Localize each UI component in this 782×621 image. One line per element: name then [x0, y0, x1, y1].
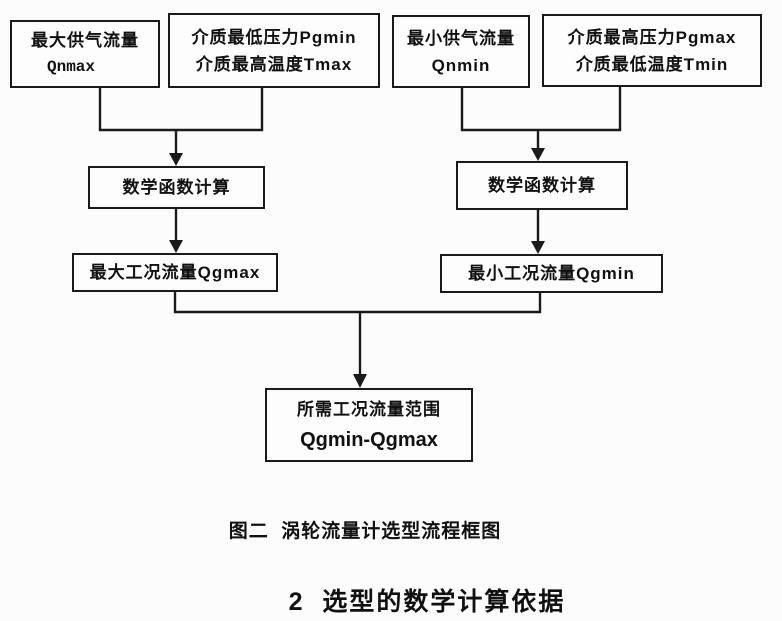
- arrowhead-left-qgmax: [169, 240, 183, 253]
- connector-merge: [173, 292, 542, 314]
- arrowhead-right-calc: [531, 148, 545, 161]
- box-min-supply-flow-label: 最小供气流量: [407, 28, 515, 48]
- box-min-pressure-max-temp: 介质最低压力Pgmin 介质最高温度Tmax: [168, 13, 380, 88]
- box-math-calc-right: 数学函数计算: [456, 161, 628, 210]
- box-required-flow-range: 所需工况流量范围 Qgmin-Qgmax: [265, 388, 473, 462]
- box-math-calc-right-label: 数学函数计算: [488, 176, 596, 195]
- figure-caption: 图二 涡轮流量计选型流程框图: [228, 521, 502, 542]
- box-max-temp-label: 介质最高温度Tmax: [195, 54, 353, 74]
- box-min-working-flow: 最小工况流量Qgmin: [440, 254, 663, 293]
- box-math-calc-left-label: 数学函数计算: [122, 178, 231, 197]
- section-heading: 2 选型的数学计算依据: [288, 588, 566, 616]
- box-max-working-flow: 最大工况流量Qgmax: [72, 253, 278, 292]
- arrowhead-left-calc: [169, 153, 183, 166]
- connector-left-inputs: [98, 88, 264, 132]
- box-max-pressure-min-temp: 介质最高压力Pgmax 介质最低温度Tmin: [542, 14, 762, 87]
- arrowhead-right-qgmin: [531, 241, 545, 254]
- box-min-supply-flow-symbol: Qnmin: [431, 55, 491, 75]
- box-min-supply-flow: 最小供气流量 Qnmin: [392, 15, 530, 88]
- arrowhead-result: [353, 374, 367, 388]
- box-max-working-flow-label: 最大工况流量Qgmax: [89, 263, 261, 282]
- box-max-supply-flow: 最大供气流量 Qnmax: [10, 20, 160, 88]
- box-max-supply-flow-label: 最大供气流量: [31, 31, 139, 50]
- box-max-supply-flow-symbol: Qnmax: [46, 58, 95, 76]
- box-min-working-flow-label: 最小工况流量Qgmin: [468, 264, 635, 283]
- box-required-flow-range-label: 所需工况流量范围: [297, 400, 441, 419]
- connector-right-inputs: [460, 87, 622, 132]
- box-min-pressure-label: 介质最低压力Pgmin: [191, 27, 357, 47]
- box-required-flow-range-value: Qgmin-Qgmax: [300, 429, 438, 451]
- box-max-pressure-label: 介质最高压力Pgmax: [567, 27, 737, 47]
- box-min-temp-label: 介质最低温度Tmin: [575, 54, 729, 74]
- box-math-calc-left: 数学函数计算: [88, 166, 265, 209]
